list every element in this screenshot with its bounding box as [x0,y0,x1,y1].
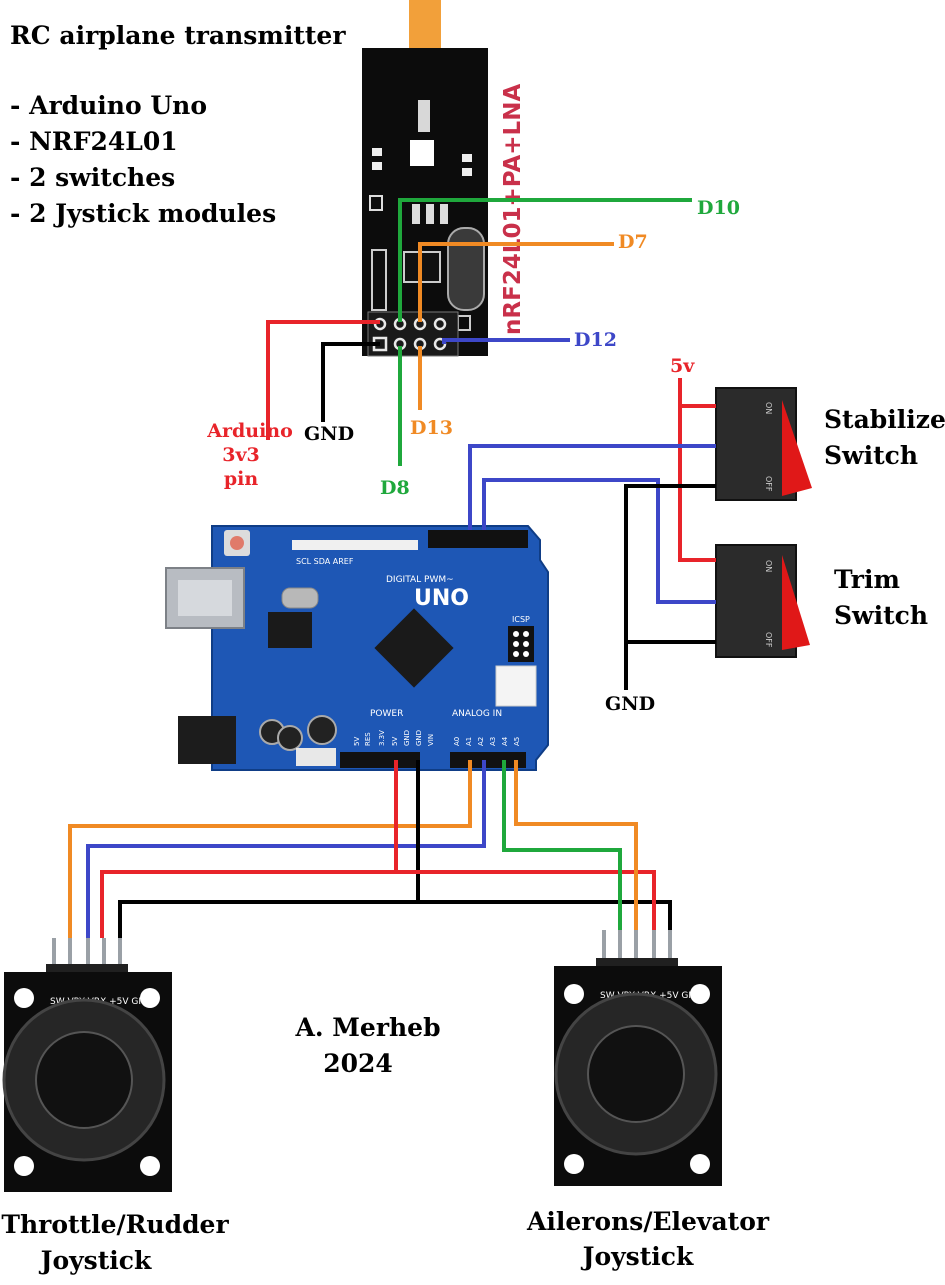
microcontroller [374,608,454,688]
nrf24l01-module: nRF24L01+PA+LNA [362,0,526,357]
component-item: - Arduino Uno [10,91,208,120]
icsp-label: ICSP [512,615,530,624]
power-header [340,752,420,768]
wire-miso-d12 [442,338,570,344]
top-pin-label: SCL SDA AREF [296,557,354,566]
analog-pin-label: A1 [465,737,473,746]
trim-switch: ON OFF [715,544,810,658]
crystal-oscillator [281,587,319,609]
stabilize-switch: ON OFF [715,387,812,501]
power-section-label: POWER [370,709,403,719]
power-pin-label: VIN [427,734,435,746]
switch-gnd-label: GND [605,693,655,715]
crystal [447,227,485,311]
stabilize-label-line: Switch [824,441,918,470]
pin-label-d10: D10 [697,197,740,219]
dc-jack [178,716,236,764]
analog-section-label: ANALOG IN [452,709,502,719]
wire-left-5v [100,760,398,938]
left-joystick-label-line: Joystick [39,1246,152,1275]
wire-csn-d7 [418,242,614,322]
wire-gnd [321,342,380,422]
power-pin-label: 3.3V [378,730,386,746]
power-label-line: pin [224,468,259,490]
digital-header [428,530,528,548]
switch-off-text: OFF [764,632,773,648]
wire-switch-gnd [624,484,716,644]
component-item: - 2 switches [10,163,176,192]
wire-left-gnd [118,760,420,938]
component-list: - Arduino Uno - NRF24L01 - 2 switches - … [10,88,276,232]
wire-stabilize-signal [468,444,716,530]
switch-off-text: OFF [764,476,773,492]
analog-pin-label: A4 [501,736,509,746]
author-year: 2024 [323,1049,393,1078]
arduino-uno: UNO DIGITAL PWM~ SCL SDA AREF POWER ANAL… [165,525,549,771]
power-pin-label: RES [364,732,372,746]
joystick-thumbstick [35,1031,133,1129]
vcc-label: 5v [670,355,695,377]
pin-label-d8: D8 [380,477,410,499]
wire-right-vrx [502,760,622,930]
wire-right-5v [396,870,656,930]
wire-right-gnd [418,900,672,930]
left-joystick-label-line: Throttle/Rudder [1,1210,229,1239]
analog-pin-label: A5 [513,737,521,746]
digital-label: DIGITAL PWM~ [386,575,454,585]
analog-pin-label: A0 [453,737,461,746]
right-joystick-label-line: Joystick [581,1242,694,1271]
wire-left-vrx [68,760,472,938]
pin-label-d13: D13 [410,417,453,439]
nrf-wiring [266,198,692,466]
joystick-thumbstick [587,1025,685,1123]
joystick-wiring [68,760,672,938]
antenna-connector [409,0,441,55]
left-joystick-module: SW VRY VRX +5V GND [2,938,172,1192]
wire-right-vry [514,760,638,930]
component-item: - NRF24L01 [10,127,178,156]
wire-left-vry [86,760,486,938]
trim-label-line: Switch [834,601,928,630]
pin-label-d7: D7 [618,231,648,253]
component-item: - 2 Jystick modules [10,199,277,228]
wire-trim-signal [482,478,716,604]
diagram-title: RC airplane transmitter [10,21,346,50]
power-pin-label: GND [415,730,423,746]
pin-label-d12: D12 [574,329,617,351]
icsp-header [508,626,534,662]
nrf-side-text: nRF24L01+PA+LNA [500,84,526,335]
switch-on-text: ON [764,560,773,572]
right-joystick-module: SW VRY VRX +5V GND [554,930,722,1186]
analog-pin-label: A2 [477,737,485,746]
wire-ce-d10 [398,198,692,322]
pin-label-gnd: GND [304,423,354,445]
board-name: UNO [414,586,469,611]
switch-on-text: ON [764,402,773,414]
analog-pin-label: A3 [489,737,497,746]
power-pin-label: GND [403,730,411,746]
trim-label-line: Trim [834,565,900,594]
author-name: A. Merheb [294,1013,440,1042]
switch-wiring [468,378,716,690]
wire-5v-trim [678,378,716,562]
power-pin-label: 5V [353,737,361,746]
power-label-line: 3v3 [222,444,259,466]
right-joystick-label-line: Ailerons/Elevator [526,1207,770,1236]
stabilize-label-line: Stabilize [824,405,945,434]
power-pin-label: 5V [391,737,399,746]
wire-3v3 [266,320,380,440]
power-label-line: Arduino [206,420,293,442]
